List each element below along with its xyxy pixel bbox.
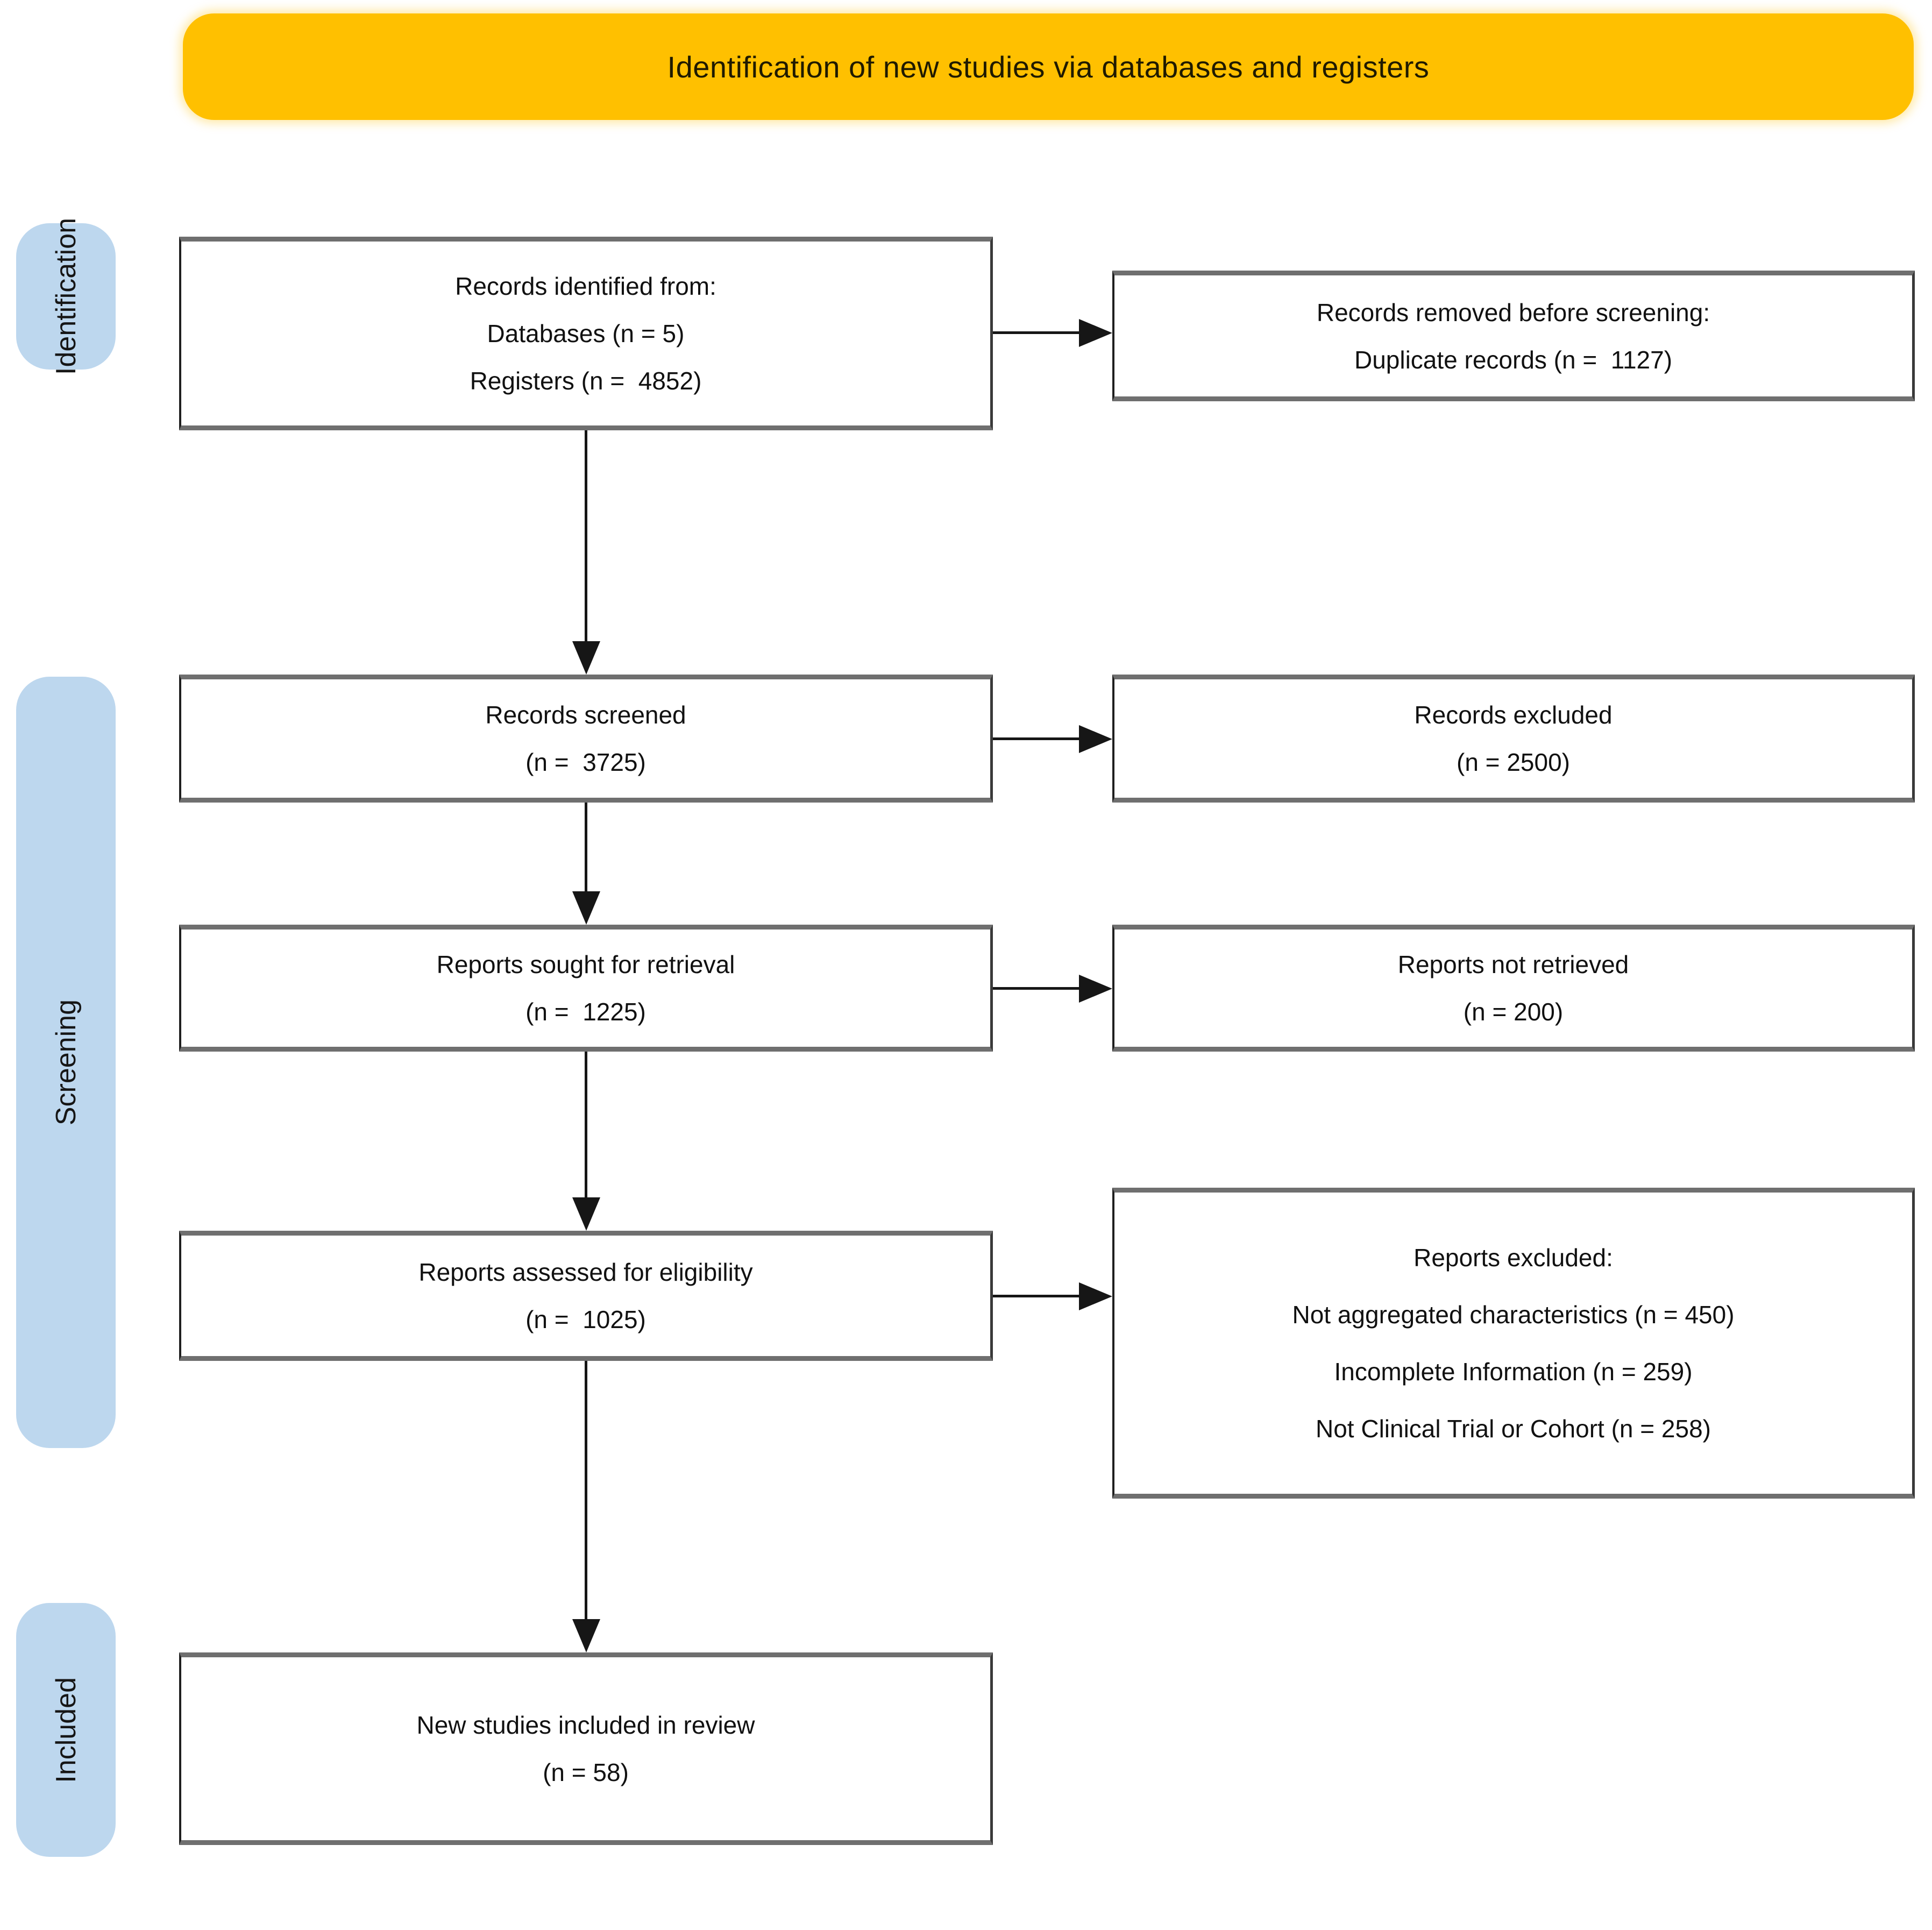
box-text-line: Reports assessed for eligibility (418, 1258, 753, 1286)
box-text-line: (n = 1025) (525, 1305, 646, 1333)
banner: Identification of new studies via databa… (183, 13, 1914, 120)
box-text-line: (n = 200) (1463, 998, 1564, 1026)
box-text-line: Reports excluded: (1414, 1244, 1613, 1272)
box-text-line: (n = 2500) (1457, 748, 1570, 776)
box-text-line: Not Clinical Trial or Cohort (n = 258) (1315, 1415, 1711, 1443)
arrow-assessed-to-included-shaft (585, 1361, 587, 1621)
arrow-identified-to-screened-shaft (585, 430, 587, 643)
box-text-line: (n = 58) (543, 1758, 629, 1786)
stage-label-screening: Screening (50, 999, 82, 1126)
box-text-line: Registers (n = 4852) (470, 367, 702, 395)
arrow-screened-to-excluded-head (1079, 725, 1112, 753)
box-text-line: Databases (n = 5) (487, 320, 685, 347)
stage-pill-screening: Screening (16, 677, 116, 1448)
box-text-line: Reports not retrieved (1397, 950, 1629, 978)
arrow-screened-to-excluded-shaft (993, 737, 1081, 740)
box-records-excluded: Records excluded (n = 2500) (1112, 675, 1915, 803)
arrow-sought-to-notretrieved-head (1079, 975, 1112, 1003)
box-text-line: (n = 3725) (525, 748, 646, 776)
arrow-screened-to-sought-shaft (585, 803, 587, 893)
box-records-removed: Records removed before screening: Duplic… (1112, 271, 1915, 401)
box-records-identified: Records identified from: Databases (n = … (179, 237, 993, 430)
arrow-screened-to-sought-head (572, 891, 600, 925)
box-text-line: Records identified from: (455, 272, 716, 300)
arrow-sought-to-notretrieved-shaft (993, 987, 1081, 990)
arrow-sought-to-assessed-head (572, 1197, 600, 1231)
box-text-line: Records screened (485, 701, 686, 729)
arrow-identified-to-removed-head (1079, 319, 1112, 347)
arrow-assessed-to-included-head (572, 1619, 600, 1652)
box-new-studies-included: New studies included in review (n = 58) (179, 1652, 993, 1845)
stage-pill-included: Included (16, 1603, 116, 1857)
banner-label: Identification of new studies via databa… (667, 49, 1430, 84)
box-text-line: Reports sought for retrieval (436, 950, 735, 978)
arrow-assessed-to-reportsexcluded-head (1079, 1282, 1112, 1310)
stage-label-identification: Identification (50, 218, 82, 375)
arrow-identified-to-screened-head (572, 641, 600, 675)
arrow-assessed-to-reportsexcluded-shaft (993, 1295, 1081, 1297)
box-reports-not-retrieved: Reports not retrieved (n = 200) (1112, 925, 1915, 1052)
stage-pill-identification: Identification (16, 218, 116, 375)
stage-label-included: Included (50, 1677, 82, 1783)
box-text-line: (n = 1225) (525, 998, 646, 1026)
box-reports-excluded: Reports excluded: Not aggregated charact… (1112, 1188, 1915, 1499)
arrow-sought-to-assessed-shaft (585, 1052, 587, 1200)
box-reports-assessed: Reports assessed for eligibility (n = 10… (179, 1231, 993, 1361)
arrow-identified-to-removed-shaft (993, 331, 1081, 334)
box-text-line: Records removed before screening: (1316, 298, 1710, 327)
box-text-line: Records excluded (1414, 701, 1613, 729)
box-text-line: Not aggregated characteristics (n = 450) (1292, 1301, 1735, 1329)
box-text-line: New studies included in review (416, 1711, 755, 1739)
box-text-line: Duplicate records (n = 1127) (1354, 345, 1673, 374)
box-records-screened: Records screened (n = 3725) (179, 675, 993, 803)
box-reports-sought: Reports sought for retrieval (n = 1225) (179, 925, 993, 1052)
box-text-line: Incomplete Information (n = 259) (1334, 1358, 1693, 1386)
